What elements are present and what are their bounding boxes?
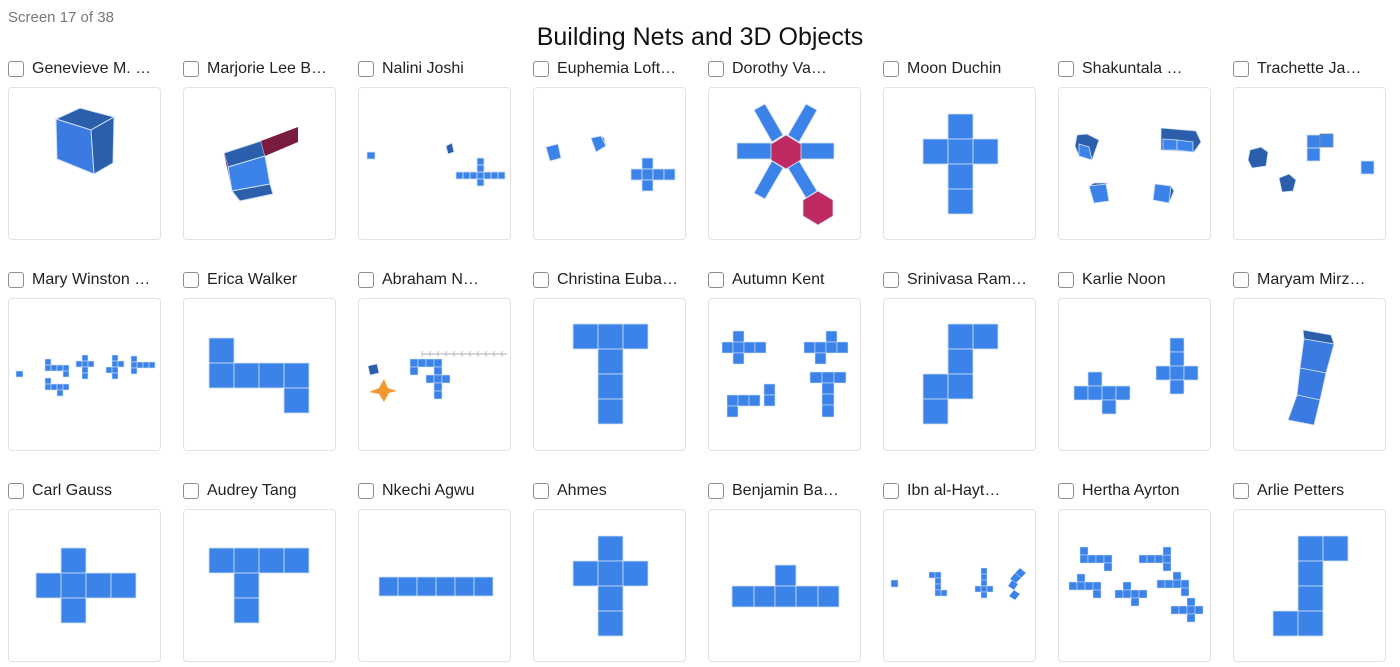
student-name: Dorothy Va… xyxy=(732,60,827,77)
nets-icon xyxy=(890,567,1027,601)
select-checkbox[interactable] xyxy=(358,483,374,499)
thumbnail-folded-column[interactable] xyxy=(1233,298,1386,451)
thumbnail-t-net[interactable] xyxy=(533,298,686,451)
select-checkbox[interactable] xyxy=(1233,272,1249,288)
nets-icon xyxy=(1247,133,1375,193)
nets-icon xyxy=(1068,546,1204,623)
thumbnail-single-cube[interactable] xyxy=(8,87,161,240)
net-icon xyxy=(922,323,999,425)
thumbnail-cross-net[interactable] xyxy=(533,509,686,662)
folding-net-icon xyxy=(223,127,298,202)
student-name: Hertha Ayrton xyxy=(1082,482,1180,499)
thumbnail-3d-objects[interactable] xyxy=(1058,87,1211,240)
hexagonal-prism-net-icon xyxy=(736,103,835,226)
thumbnail-six-row[interactable] xyxy=(358,509,511,662)
student-name: Arlie Petters xyxy=(1257,482,1345,499)
thumbnail-two-nets[interactable] xyxy=(1058,298,1211,451)
thumbnail-mixed[interactable] xyxy=(358,87,511,240)
student-name: Euphemia Loft… xyxy=(557,60,677,77)
thumbnail-six-nets[interactable] xyxy=(1058,509,1211,662)
select-checkbox[interactable] xyxy=(358,61,374,77)
thumbnail-mixed[interactable] xyxy=(1233,87,1386,240)
student-name: Karlie Noon xyxy=(1082,271,1166,288)
select-checkbox[interactable] xyxy=(8,61,24,77)
student-name: Benjamin Ba… xyxy=(732,482,839,499)
thumbnail-four-nets[interactable] xyxy=(708,298,861,451)
thumbnail-hex-prism-net[interactable] xyxy=(708,87,861,240)
student-name: Genevieve M. … xyxy=(32,60,152,77)
select-checkbox[interactable] xyxy=(708,272,724,288)
t-net-icon xyxy=(572,323,649,425)
folded-prism-icon xyxy=(1287,329,1335,426)
select-checkbox[interactable] xyxy=(1058,272,1074,288)
select-checkbox[interactable] xyxy=(1058,61,1074,77)
cube-3d-icon xyxy=(54,107,116,175)
net-icon xyxy=(731,564,840,608)
select-checkbox[interactable] xyxy=(883,61,899,77)
select-checkbox[interactable] xyxy=(183,61,199,77)
thumbnail-mixed-with-ruler[interactable] xyxy=(358,298,511,451)
nets-icon xyxy=(15,354,156,397)
student-name: Autumn Kent xyxy=(732,271,825,288)
thumbnail-cross-net[interactable] xyxy=(8,509,161,662)
student-name: Erica Walker xyxy=(207,271,298,288)
thumbnail-step-net[interactable] xyxy=(183,298,336,451)
student-name: Ibn al-Hayt… xyxy=(907,482,1001,499)
thumbnail-t-net[interactable] xyxy=(183,509,336,662)
nets-icon xyxy=(366,142,506,187)
select-checkbox[interactable] xyxy=(358,272,374,288)
student-name: Audrey Tang xyxy=(207,482,297,499)
ruler-icon xyxy=(421,351,507,357)
student-name: Mary Winston … xyxy=(32,271,151,288)
student-name: Abraham N… xyxy=(382,271,479,288)
select-checkbox[interactable] xyxy=(183,272,199,288)
nets-icon xyxy=(545,134,676,192)
cross-net-icon xyxy=(572,535,649,637)
student-name: Christina Euba… xyxy=(557,271,678,288)
student-name: Nkechi Agwu xyxy=(382,482,475,499)
nets-icon xyxy=(1073,337,1199,415)
student-name: Shakuntala … xyxy=(1082,60,1183,77)
select-checkbox[interactable] xyxy=(1058,483,1074,499)
net-icon xyxy=(208,337,310,414)
student-name: Maryam Mirz… xyxy=(1257,271,1366,288)
thumbnail-staircase-net[interactable] xyxy=(883,298,1036,451)
thumbnail-tiny-nets[interactable] xyxy=(883,509,1036,662)
thumbnail-cross-net[interactable] xyxy=(883,87,1036,240)
student-name: Ahmes xyxy=(557,482,607,499)
student-name: Marjorie Lee B… xyxy=(207,60,328,77)
thumbnail-row-with-bump[interactable] xyxy=(708,509,861,662)
select-checkbox[interactable] xyxy=(533,272,549,288)
student-name: Srinivasa Ram… xyxy=(907,271,1028,288)
thumbnail-many-nets[interactable] xyxy=(8,298,161,451)
nets-with-ruler-icon xyxy=(367,351,507,403)
select-checkbox[interactable] xyxy=(708,483,724,499)
nets-icon xyxy=(721,330,849,418)
select-checkbox[interactable] xyxy=(533,483,549,499)
select-checkbox[interactable] xyxy=(883,272,899,288)
student-name: Moon Duchin xyxy=(907,60,1002,77)
student-name: Nalini Joshi xyxy=(382,60,464,77)
row-net-icon xyxy=(378,576,494,597)
select-checkbox[interactable] xyxy=(708,61,724,77)
select-checkbox[interactable] xyxy=(1233,483,1249,499)
cubes-3d-icon xyxy=(1074,127,1202,204)
cross-net-icon xyxy=(35,547,137,624)
t-net-icon xyxy=(208,547,310,624)
select-checkbox[interactable] xyxy=(883,483,899,499)
select-checkbox[interactable] xyxy=(1233,61,1249,77)
select-checkbox[interactable] xyxy=(183,483,199,499)
net-icon xyxy=(1272,535,1349,637)
thumbnail-j-net[interactable] xyxy=(1233,509,1386,662)
select-checkbox[interactable] xyxy=(8,483,24,499)
select-checkbox[interactable] xyxy=(8,272,24,288)
student-name: Trachette Ja… xyxy=(1257,60,1362,77)
screen-counter: Screen 17 of 38 xyxy=(8,9,114,26)
thumbnail-partial-net[interactable] xyxy=(183,87,336,240)
select-checkbox[interactable] xyxy=(533,61,549,77)
cross-net-icon xyxy=(922,113,999,215)
thumbnail-mixed[interactable] xyxy=(533,87,686,240)
student-name: Carl Gauss xyxy=(32,482,113,499)
page-title: Building Nets and 3D Objects xyxy=(536,22,864,51)
